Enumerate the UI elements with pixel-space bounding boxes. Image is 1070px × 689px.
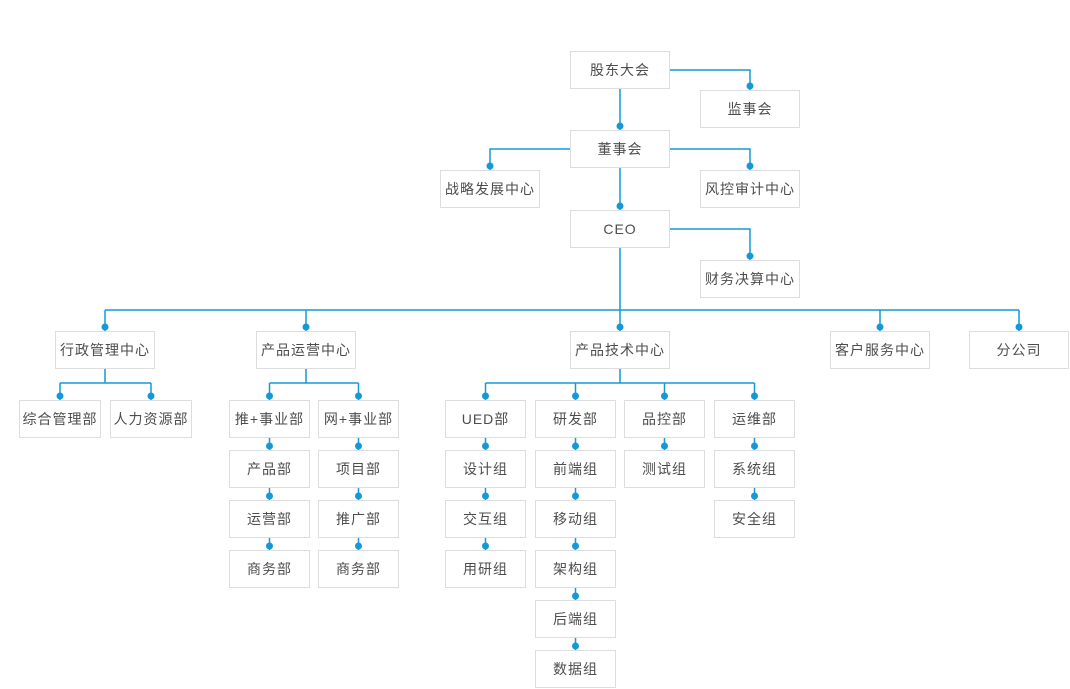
node-interaction-group: 交互组 bbox=[445, 500, 526, 538]
node-backend-group: 后端组 bbox=[535, 600, 616, 638]
node-qc-dept: 品控部 bbox=[624, 400, 705, 438]
node-ued-dept: UED部 bbox=[445, 400, 526, 438]
node-branch-company: 分公司 bbox=[969, 331, 1069, 369]
node-push-business-unit: 推+事业部 bbox=[229, 400, 310, 438]
node-design-group: 设计组 bbox=[445, 450, 526, 488]
node-architecture-group: 架构组 bbox=[535, 550, 616, 588]
node-testing-group: 测试组 bbox=[624, 450, 705, 488]
node-supervisory-board: 监事会 bbox=[700, 90, 800, 128]
node-risk-audit-center: 风控审计中心 bbox=[700, 170, 800, 208]
node-project-dept: 项目部 bbox=[318, 450, 399, 488]
node-ceo: CEO bbox=[570, 210, 670, 248]
node-ops-dept: 运营部 bbox=[229, 500, 310, 538]
connector-path-upper-tree bbox=[104, 69, 1020, 331]
node-hr-dept: 人力资源部 bbox=[110, 400, 192, 438]
node-strategy-center: 战略发展中心 bbox=[440, 170, 540, 208]
node-general-mgmt-dept: 综合管理部 bbox=[19, 400, 101, 438]
node-frontend-group: 前端组 bbox=[535, 450, 616, 488]
node-product-tech-center: 产品技术中心 bbox=[570, 331, 670, 369]
node-biz-dept-net: 商务部 bbox=[318, 550, 399, 588]
node-system-group: 系统组 bbox=[714, 450, 795, 488]
node-rd-dept: 研发部 bbox=[535, 400, 616, 438]
node-net-business-unit: 网+事业部 bbox=[318, 400, 399, 438]
node-product-ops-center: 产品运营中心 bbox=[256, 331, 356, 369]
node-finance-center: 财务决算中心 bbox=[700, 260, 800, 298]
node-board-of-directors: 董事会 bbox=[570, 130, 670, 168]
node-biz-dept-push: 商务部 bbox=[229, 550, 310, 588]
node-security-group: 安全组 bbox=[714, 500, 795, 538]
node-data-group: 数据组 bbox=[535, 650, 616, 688]
node-promo-dept: 推广部 bbox=[318, 500, 399, 538]
node-mobile-group: 移动组 bbox=[535, 500, 616, 538]
node-product-dept: 产品部 bbox=[229, 450, 310, 488]
node-user-research-group: 用研组 bbox=[445, 550, 526, 588]
node-customer-service-center: 客户服务中心 bbox=[830, 331, 930, 369]
node-admin-center: 行政管理中心 bbox=[55, 331, 155, 369]
connector-dots bbox=[56, 82, 1023, 650]
node-shareholders: 股东大会 bbox=[570, 51, 670, 89]
node-devops-dept: 运维部 bbox=[714, 400, 795, 438]
connector-path-sub-buses bbox=[59, 369, 756, 400]
